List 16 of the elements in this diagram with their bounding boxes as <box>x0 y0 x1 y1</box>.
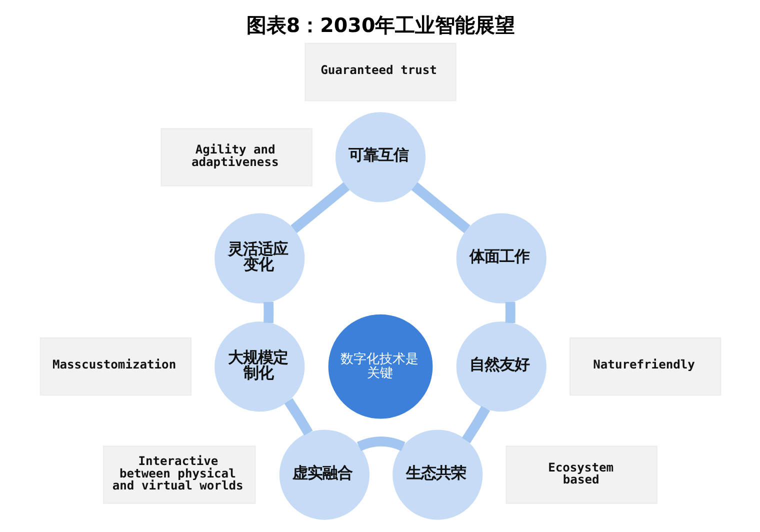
node-circle: 数字化技术是关键 <box>328 314 432 419</box>
node-circle: 体面工作 <box>456 213 546 304</box>
connector <box>461 406 490 444</box>
node-circle: 可靠互信 <box>334 112 426 202</box>
connector <box>504 302 515 324</box>
connector <box>284 398 312 436</box>
node-circle: 生态共荣 <box>392 430 482 520</box>
connector <box>410 182 470 234</box>
connector <box>263 302 274 324</box>
node-circle: 灵活适应变化 <box>214 213 304 304</box>
connector <box>290 182 350 234</box>
node-circle: 虚实融合 <box>278 430 369 520</box>
node-circle: 大规模定制化 <box>214 322 304 412</box>
connector <box>356 436 405 452</box>
node-circle: 自然友好 <box>456 322 546 412</box>
diagram-title: 图表8：2030年工业智能展望 <box>246 14 515 37</box>
